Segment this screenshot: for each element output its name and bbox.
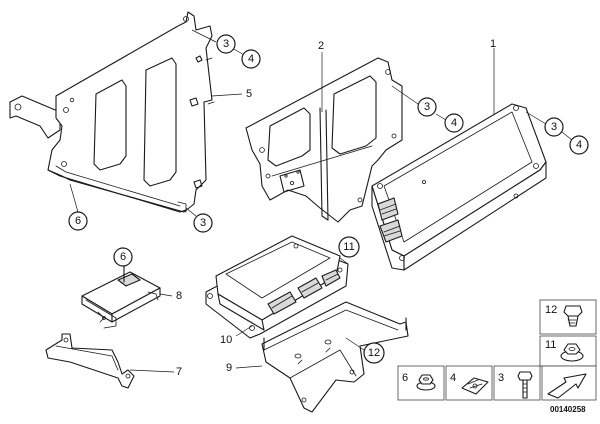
callout-7[interactable]: 7 (176, 366, 182, 378)
control-module-large (371, 103, 547, 271)
leader-lines (69, 29, 573, 373)
svg-text:7: 7 (176, 366, 182, 378)
bottom-bracket (261, 301, 409, 413)
svg-text:8: 8 (176, 290, 182, 302)
svg-text:10: 10 (220, 334, 232, 346)
legend-item-6[interactable]: 6 (397, 365, 445, 401)
callout-5[interactable]: 5 (246, 88, 252, 100)
svg-text:5: 5 (246, 88, 252, 100)
callout-4-center[interactable]: 4 (444, 113, 464, 133)
callout-6-left[interactable]: 6 (68, 211, 88, 231)
svg-text:3: 3 (223, 38, 229, 50)
svg-text:11: 11 (545, 339, 556, 351)
callout-6-sensor[interactable]: 6 (113, 247, 133, 267)
callout-4-top-left[interactable]: 4 (241, 49, 261, 69)
hex-nut-flanged-icon (560, 343, 584, 362)
svg-text:6: 6 (402, 372, 408, 384)
svg-text:11: 11 (343, 241, 354, 253)
svg-text:4: 4 (451, 117, 457, 129)
callout-9[interactable]: 9 (226, 362, 232, 374)
callout-4-right[interactable]: 4 (569, 135, 589, 155)
callout-11[interactable]: 11 (338, 236, 360, 258)
svg-text:3: 3 (498, 372, 504, 384)
svg-text:2: 2 (318, 40, 324, 52)
callout-8[interactable]: 8 (176, 290, 182, 302)
callout-3-right[interactable]: 3 (544, 117, 564, 137)
hex-bolt-icon (517, 371, 533, 399)
speed-nut-clip-icon (461, 377, 489, 395)
svg-text:4: 4 (576, 139, 582, 151)
legend-item-4[interactable]: 4 (445, 365, 493, 401)
callout-3-top-left[interactable]: 3 (216, 34, 236, 54)
forward-arrow-icon (547, 373, 587, 399)
svg-text:3: 3 (424, 101, 430, 113)
hex-nut-icon (416, 374, 436, 391)
direction-arrow-box (541, 365, 597, 401)
callout-12[interactable]: 12 (363, 342, 385, 364)
clip-fastener-icon (563, 305, 583, 327)
callout-3-left-bottom[interactable]: 3 (193, 213, 213, 233)
svg-text:9: 9 (226, 362, 232, 374)
svg-text:1: 1 (490, 38, 496, 50)
reference-number: 00140258 (550, 405, 586, 414)
small-bracket (45, 333, 135, 389)
svg-text:12: 12 (545, 304, 557, 316)
svg-text:6: 6 (120, 251, 126, 263)
svg-text:3: 3 (551, 121, 557, 133)
svg-text:3: 3 (200, 217, 206, 229)
svg-text:12: 12 (368, 347, 380, 359)
mounting-bracket-center (245, 57, 403, 223)
legend-item-12[interactable]: 12 (539, 299, 597, 335)
svg-text:4: 4 (450, 372, 456, 384)
callout-2[interactable]: 2 (318, 40, 324, 52)
callout-1[interactable]: 1 (490, 38, 496, 50)
callout-3-center[interactable]: 3 (417, 97, 437, 117)
sensor-module-small (81, 265, 161, 329)
svg-text:6: 6 (75, 215, 81, 227)
callout-10[interactable]: 10 (220, 334, 232, 346)
svg-text:4: 4 (248, 53, 254, 65)
legend-item-11[interactable]: 11 (539, 335, 597, 367)
legend-item-3[interactable]: 3 (493, 365, 541, 401)
control-unit-center (205, 235, 349, 339)
mounting-bracket-left (9, 11, 215, 213)
